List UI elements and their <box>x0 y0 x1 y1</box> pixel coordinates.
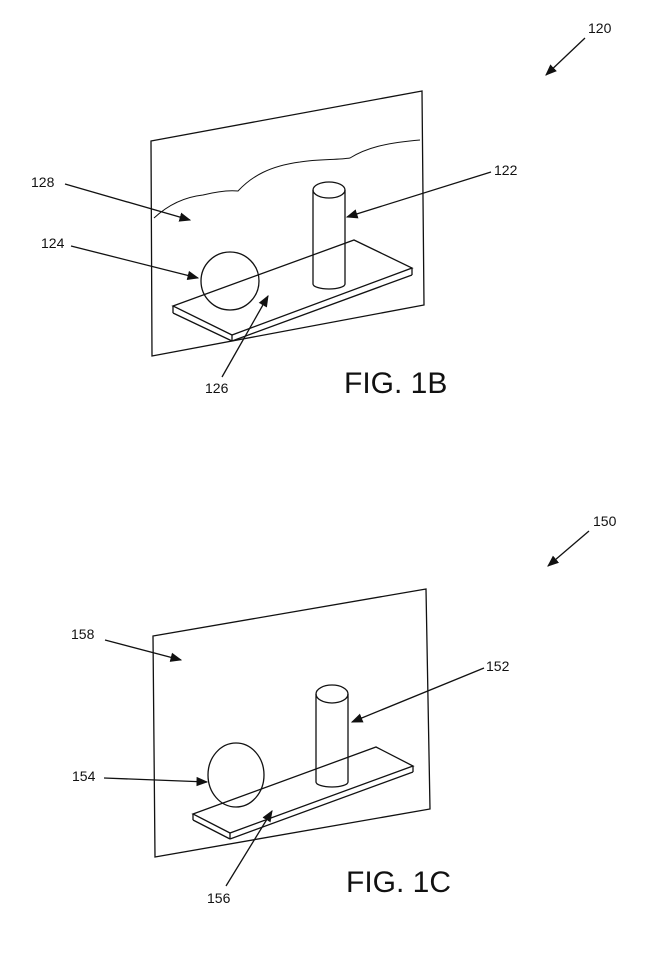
cylinder <box>315 694 349 788</box>
leader-cylinder <box>350 667 485 723</box>
label-platform: 156 <box>207 890 231 906</box>
label-background: 158 <box>71 626 95 642</box>
figure-caption: FIG. 1B <box>344 367 447 400</box>
image-plane <box>150 90 425 357</box>
leader-background <box>64 183 192 222</box>
sphere <box>207 742 265 808</box>
figure-ref-arrow <box>545 37 586 76</box>
figure-1c: 150 158 152 154 156 FIG. 1C <box>71 513 617 906</box>
leader-platform <box>225 810 273 887</box>
label-sphere: 124 <box>41 235 65 251</box>
label-sphere: 154 <box>72 768 96 784</box>
platform-edge <box>229 771 414 840</box>
label-background: 128 <box>31 174 55 190</box>
cylinder <box>312 190 346 290</box>
figure-caption: FIG. 1C <box>346 866 451 899</box>
label-cylinder: 152 <box>486 658 510 674</box>
leader-sphere <box>103 776 209 787</box>
cylinder-top <box>315 684 349 704</box>
figure-ref-label: 120 <box>588 20 612 36</box>
platform-edge <box>231 274 413 342</box>
label-platform: 126 <box>205 380 229 396</box>
leader-sphere <box>70 245 200 280</box>
leader-background <box>104 639 183 662</box>
platform-edge <box>192 819 231 840</box>
leader-cylinder <box>345 171 492 219</box>
platform <box>191 746 415 834</box>
figure-ref-arrow <box>547 530 590 567</box>
platform-edge <box>172 312 233 342</box>
background-outline <box>153 139 421 219</box>
label-cylinder: 122 <box>494 162 518 178</box>
cylinder-top <box>312 181 346 199</box>
figure-ref-label: 150 <box>593 513 617 529</box>
image-plane <box>152 588 431 858</box>
figure-1b: 120 128 122 124 126 FIG. 1B <box>31 20 612 400</box>
sphere <box>200 251 260 311</box>
leader-platform <box>221 294 269 378</box>
